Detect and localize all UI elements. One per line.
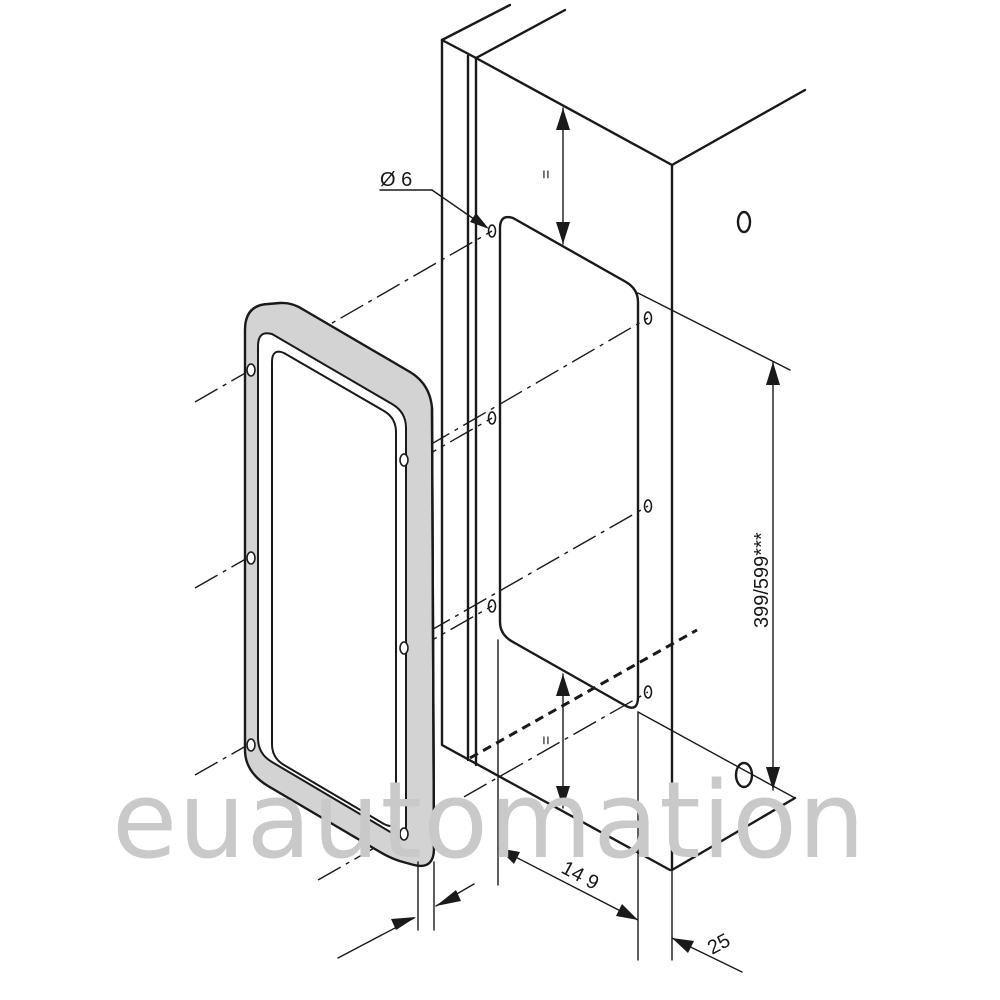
equal-top-label: = [538, 170, 555, 179]
arrow-right [616, 904, 638, 920]
arrow-left [672, 938, 694, 953]
frame-depth-edge [430, 406, 436, 850]
panel-marking-circle [736, 210, 752, 234]
extension-line [637, 292, 791, 371]
watermark: euautomation [112, 759, 866, 882]
height-label: 399/599*** [751, 532, 773, 628]
arrow-up [556, 674, 570, 696]
frame-hole [399, 827, 409, 841]
wall-left-edge [440, 38, 672, 872]
wall-top-edge [440, 38, 478, 60]
arrow-down [556, 222, 570, 244]
frame-hole [246, 738, 256, 752]
arrow-down [556, 786, 570, 808]
extension-line [637, 711, 796, 799]
equal-bottom-label: = [538, 736, 555, 745]
wall-cutout [487, 210, 754, 789]
arrow-down [766, 767, 780, 790]
frame-hole [246, 551, 256, 565]
frame-hole [399, 641, 409, 655]
frame-hole [399, 453, 409, 467]
hidden-edge [469, 628, 698, 760]
enclosure [440, 3, 807, 872]
cutout-opening [498, 215, 640, 709]
edge-label: 25 [704, 930, 734, 960]
hole-diameter-label: Ø 6 [380, 169, 412, 191]
wall-top-edge-back [440, 3, 512, 42]
arrow-left [498, 848, 520, 864]
arrow-left [436, 890, 461, 906]
arrow-up [556, 108, 570, 130]
frame-opening [271, 350, 397, 827]
arrow-up [766, 362, 780, 385]
bezel-frame [243, 301, 436, 868]
leader-arrow [470, 213, 489, 229]
frame-hole [246, 363, 256, 377]
box-bottom-right-edge [670, 796, 797, 872]
arrow-right [391, 917, 416, 930]
box-top-back-edge [474, 8, 567, 60]
dim-line-offset [497, 847, 639, 921]
box-top-right-edge [474, 56, 807, 167]
